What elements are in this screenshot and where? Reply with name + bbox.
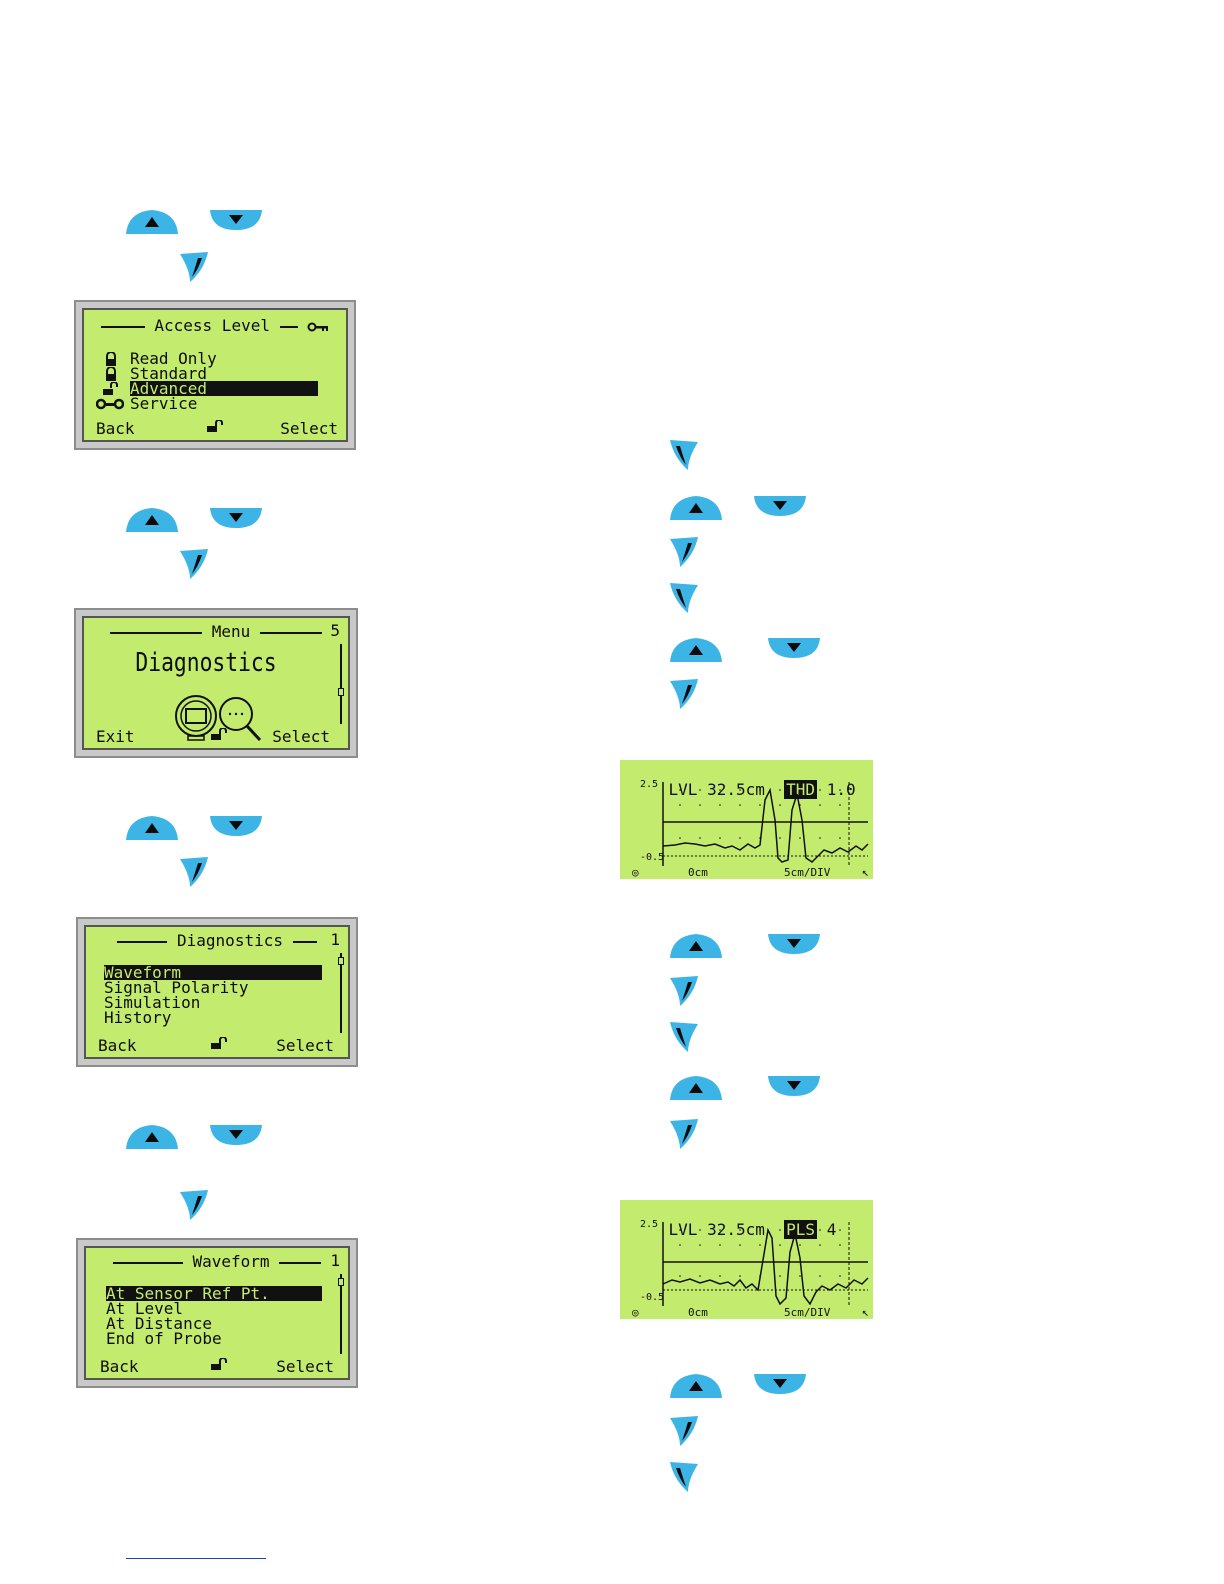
waveform-display-pls: LVL 32.5cm PLS 4 2.5 -0.5 ◎ 0cm 5cm/DIV …	[620, 1200, 873, 1319]
menu-number: 5	[330, 621, 340, 640]
menu-item-read-only[interactable]: Read Only	[130, 349, 217, 368]
down-arrow-key-icon[interactable]	[752, 1372, 808, 1396]
select-soft-label[interactable]: Select	[276, 1357, 334, 1376]
probe-icon: ◎	[632, 866, 639, 879]
screen-title: Diagnostics	[177, 931, 283, 950]
right-soft-key-icon[interactable]	[178, 1188, 210, 1222]
arrow-corner-icon: ↖	[861, 865, 869, 879]
y-top-label: 2.5	[640, 1219, 659, 1230]
select-soft-label[interactable]: Select	[276, 1036, 334, 1055]
lvl-label: LVL	[668, 1220, 698, 1239]
up-arrow-key-icon[interactable]	[668, 494, 724, 522]
menu-item-at-distance[interactable]: At Distance	[106, 1314, 212, 1333]
left-soft-key-icon[interactable]	[668, 1460, 700, 1494]
up-arrow-key-icon[interactable]	[124, 814, 180, 842]
right-soft-key-icon[interactable]	[178, 855, 210, 889]
back-soft-label[interactable]: Back	[98, 1036, 137, 1055]
right-soft-key-icon[interactable]	[668, 1414, 700, 1448]
back-soft-label[interactable]: Back	[100, 1357, 139, 1376]
x-start-label: 0cm	[688, 1306, 708, 1319]
waveform-display-thd: LVL 32.5cm THD 1.0 2.5 -0.5 ◎ 0cm 5cm/DI…	[620, 760, 873, 879]
unlock-icon	[210, 1036, 230, 1051]
access-level-screen: Access Level Read Only Standard Advanced…	[74, 300, 356, 450]
param-value: 4	[826, 1220, 837, 1239]
menu-item-at-level[interactable]: At Level	[106, 1299, 184, 1318]
down-arrow-key-icon[interactable]	[208, 208, 264, 232]
up-arrow-key-icon[interactable]	[124, 506, 180, 534]
right-soft-key-icon[interactable]	[178, 250, 210, 284]
down-arrow-key-icon[interactable]	[766, 932, 822, 956]
down-arrow-key-icon[interactable]	[752, 494, 808, 518]
y-bottom-label: -0.5	[640, 852, 665, 863]
lvl-label: LVL	[668, 780, 698, 799]
lock-icon	[104, 366, 118, 383]
right-soft-key-icon[interactable]	[178, 547, 210, 581]
menu-number: 1	[330, 1251, 340, 1270]
lock-icon	[104, 351, 118, 368]
waveform-plot	[662, 782, 869, 866]
select-soft-label[interactable]: Select	[272, 727, 330, 746]
lvl-value: 32.5cm	[707, 1220, 765, 1239]
unlock-icon	[210, 727, 230, 742]
up-arrow-key-icon[interactable]	[668, 636, 724, 664]
menu-item-waveform[interactable]: Waveform	[104, 965, 322, 981]
menu-item-standard[interactable]: Standard	[130, 364, 208, 383]
arrow-corner-icon: ↖	[861, 1305, 869, 1319]
waveform-menu-screen: Waveform 1 At Sensor Ref Pt. At Level At…	[76, 1238, 358, 1388]
x-start-label: 0cm	[688, 866, 708, 879]
up-arrow-key-icon[interactable]	[668, 1074, 724, 1102]
diagnostics-icon	[174, 692, 266, 744]
diagnostics-screen: Diagnostics 1 Waveform Signal Polarity S…	[76, 917, 358, 1067]
up-arrow-key-icon[interactable]	[124, 1123, 180, 1151]
menu-number: 1	[330, 930, 340, 949]
screen-title: Menu	[211, 622, 251, 641]
up-arrow-key-icon[interactable]	[668, 932, 724, 960]
menu-item-at-sensor-ref-pt[interactable]: At Sensor Ref Pt.	[106, 1286, 322, 1302]
waveform-plot	[662, 1222, 869, 1306]
up-arrow-key-icon[interactable]	[668, 1372, 724, 1400]
footer-link-underline[interactable]	[126, 1558, 266, 1559]
right-soft-key-icon[interactable]	[668, 1117, 700, 1151]
screen-title: Access Level	[154, 316, 270, 335]
menu-item-end-of-probe[interactable]: End of Probe	[106, 1329, 222, 1348]
down-arrow-key-icon[interactable]	[208, 814, 264, 838]
up-arrow-key-icon[interactable]	[124, 208, 180, 236]
menu-item-simulation[interactable]: Simulation	[104, 993, 201, 1012]
back-soft-label[interactable]: Back	[96, 419, 135, 438]
left-soft-key-icon[interactable]	[668, 438, 700, 472]
right-soft-key-icon[interactable]	[668, 535, 700, 569]
left-soft-key-icon[interactable]	[668, 581, 700, 615]
down-arrow-key-icon[interactable]	[766, 636, 822, 660]
right-soft-key-icon[interactable]	[668, 974, 700, 1008]
y-bottom-label: -0.5	[640, 1292, 665, 1303]
probe-icon: ◎	[632, 1306, 639, 1319]
left-soft-key-icon[interactable]	[668, 1020, 700, 1054]
menu-item-advanced[interactable]: Advanced	[130, 381, 318, 397]
param-value: 1.0	[826, 780, 856, 799]
x-scale-label: 5cm/DIV	[784, 866, 831, 879]
right-soft-key-icon[interactable]	[668, 677, 700, 711]
down-arrow-key-icon[interactable]	[208, 506, 264, 530]
exit-soft-label[interactable]: Exit	[96, 727, 135, 746]
key-icon	[307, 319, 329, 334]
unlock-icon	[206, 419, 226, 434]
menu-item-signal-polarity[interactable]: Signal Polarity	[104, 978, 249, 997]
menu-screen: Menu 5 Diagnostics Exit Select	[74, 608, 358, 758]
lvl-value: 32.5cm	[707, 780, 765, 799]
menu-item-history[interactable]: History	[104, 1008, 172, 1027]
screen-title: Waveform	[192, 1252, 270, 1271]
x-scale-label: 5cm/DIV	[784, 1306, 831, 1319]
y-top-label: 2.5	[640, 779, 659, 790]
menu-item-service[interactable]: Service	[130, 394, 198, 413]
down-arrow-key-icon[interactable]	[766, 1074, 822, 1098]
unlock-icon	[102, 381, 120, 398]
down-arrow-key-icon[interactable]	[208, 1123, 264, 1147]
menu-heading: Diagnostics	[135, 648, 277, 678]
select-soft-label[interactable]: Select	[280, 419, 338, 438]
wrench-icon	[95, 397, 125, 413]
unlock-icon	[210, 1357, 230, 1372]
